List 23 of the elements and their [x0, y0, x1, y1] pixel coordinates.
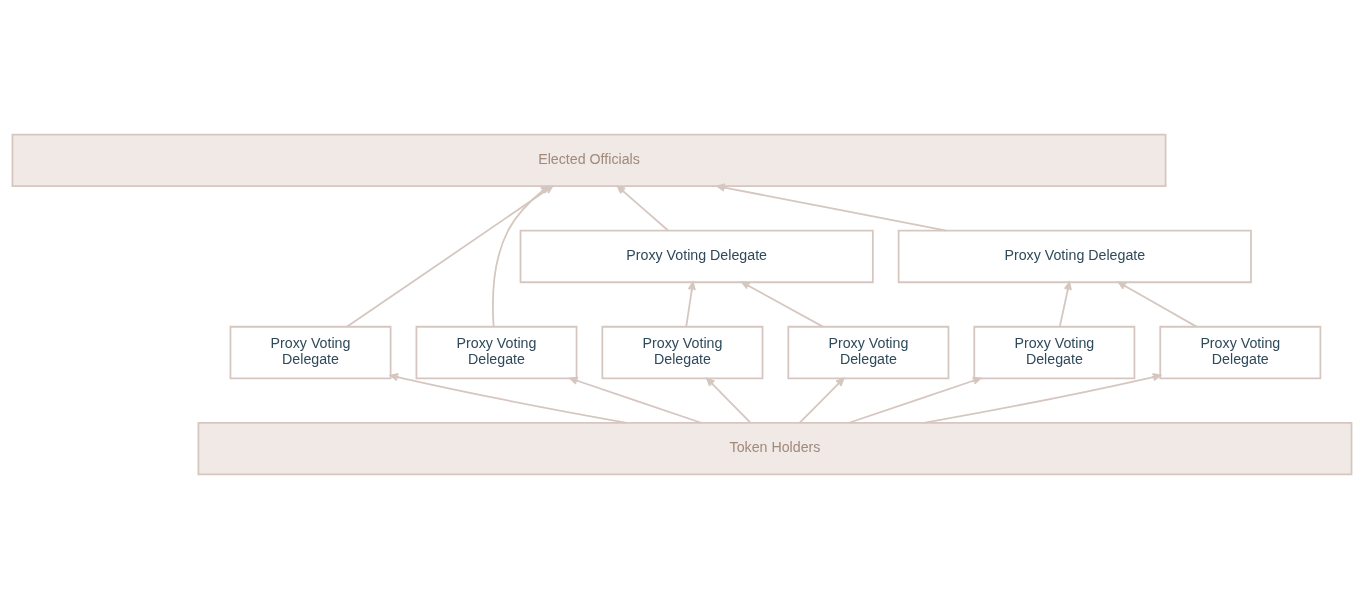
arrow — [848, 376, 982, 424]
arrow — [922, 372, 1162, 424]
node-box: Token Holders — [197, 421, 1353, 475]
node-box: Elected Officials — [11, 133, 1167, 187]
node-box: Proxy Voting Delegate — [897, 229, 1252, 283]
node-box: Proxy Voting Delegate — [229, 325, 392, 379]
arrow — [1058, 281, 1072, 327]
arrow — [706, 377, 752, 424]
arrow — [685, 281, 696, 327]
arrow — [492, 184, 550, 328]
node-box: Proxy Voting Delegate — [973, 325, 1136, 379]
node-box: Proxy Voting Delegate — [519, 229, 874, 283]
arrow — [389, 372, 628, 424]
arrow — [716, 183, 948, 231]
arrow — [1117, 280, 1198, 327]
node-box: Proxy Voting Delegate — [1159, 325, 1322, 379]
node-box: Proxy Voting Delegate — [787, 325, 950, 379]
arrow — [798, 377, 845, 424]
arrow — [741, 280, 824, 327]
arrow — [616, 185, 669, 231]
node-box: Proxy Voting Delegate — [415, 325, 578, 379]
node-box: Proxy Voting Delegate — [601, 325, 764, 379]
arrow — [569, 376, 702, 424]
